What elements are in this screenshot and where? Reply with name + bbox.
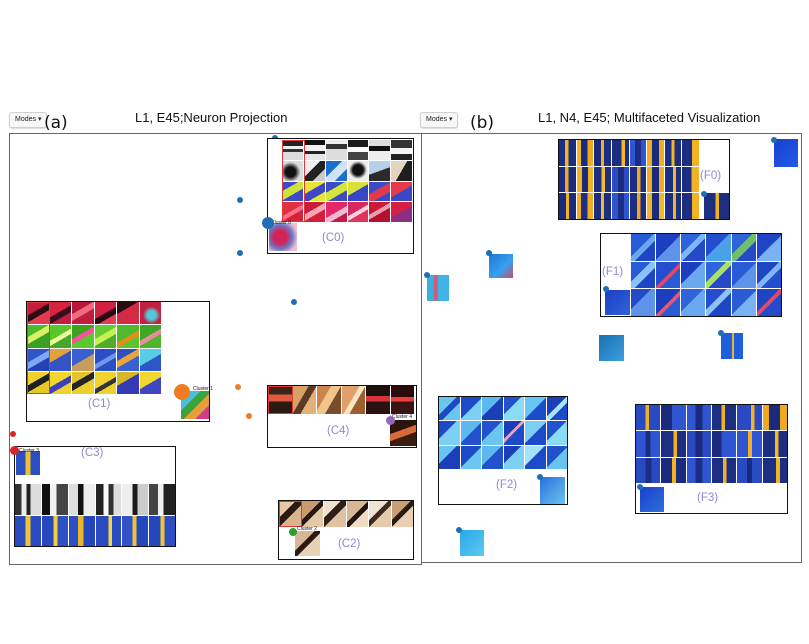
facet-f2-card[interactable]: (F2): [438, 396, 568, 505]
facet-f0-card[interactable]: (F0): [558, 139, 730, 220]
facet-thumbnail[interactable]: [427, 275, 449, 301]
projection-point[interactable]: [246, 413, 252, 419]
cluster-c3-center-dot[interactable]: [10, 446, 19, 455]
projection-point[interactable]: [291, 299, 297, 305]
multifaceted-canvas[interactable]: (F0) (F1): [421, 133, 802, 563]
cluster-c4-tag: Cluster 4: [392, 414, 413, 420]
cluster-c0-center-dot[interactable]: [262, 217, 274, 229]
cluster-c0-card[interactable]: Cluster 0 (C0): [262, 138, 414, 254]
panel-b-letter: (b): [470, 113, 495, 133]
cluster-c1-label: (C1): [88, 398, 111, 410]
facet-thumbnail[interactable]: [721, 333, 743, 359]
projection-point[interactable]: [235, 384, 241, 390]
facet-f0-label: (F0): [700, 170, 722, 182]
facet-f1-dot[interactable]: [603, 286, 609, 292]
cluster-c3-card[interactable]: Cluster 3 (C3): [10, 446, 176, 547]
facet-thumbnail[interactable]: [774, 139, 798, 167]
facet-f2-dot[interactable]: [537, 474, 543, 480]
facet-f3-card[interactable]: (F3): [635, 404, 788, 514]
projection-point[interactable]: [771, 137, 777, 143]
projection-point[interactable]: [237, 250, 243, 256]
cluster-c4-label: (C4): [327, 425, 350, 437]
facet-f3-label: (F3): [697, 492, 719, 504]
modes-dropdown-a[interactable]: Modes ▾: [9, 112, 48, 128]
projection-point[interactable]: [718, 330, 724, 336]
cluster-c1-center-dot[interactable]: [174, 384, 190, 400]
cluster-c1-tag: Cluster 1: [193, 386, 214, 392]
cluster-c0-tag: Cluster 0: [271, 220, 292, 226]
cluster-c4-center-dot[interactable]: [386, 416, 395, 425]
projection-point[interactable]: [456, 527, 462, 533]
neuron-projection-canvas[interactable]: Cluster 0 (C0): [9, 133, 422, 565]
cluster-c4-card[interactable]: Cluster 4 (C4): [267, 385, 417, 448]
cluster-c2-card[interactable]: Cluster 2 (C2): [278, 500, 414, 560]
cluster-c3-tag: Cluster 3: [19, 448, 40, 454]
panel-a-letter: (a): [44, 113, 68, 133]
facet-f0-dot[interactable]: [701, 191, 707, 197]
facet-f2-label: (F2): [496, 479, 518, 491]
cluster-c1-card[interactable]: Cluster 1 (C1): [26, 301, 214, 422]
projection-point[interactable]: [10, 431, 16, 437]
cluster-c2-center-dot[interactable]: [289, 528, 297, 536]
panel-b-title: L1, N4, E45; Multifaceted Visualization: [538, 110, 761, 125]
facet-f1-label: (F1): [602, 266, 624, 278]
facet-f1-card[interactable]: (F1): [600, 233, 782, 317]
cluster-c3-label: (C3): [81, 447, 104, 459]
projection-point[interactable]: [486, 250, 492, 256]
facet-thumbnail[interactable]: [489, 254, 513, 278]
projection-point[interactable]: [237, 197, 243, 203]
cluster-c2-tag: Cluster 2: [297, 526, 318, 532]
facet-thumbnail[interactable]: [599, 335, 624, 361]
cluster-c2-label: (C2): [338, 538, 361, 550]
facet-thumbnail[interactable]: [460, 530, 484, 556]
cluster-c0-label: (C0): [322, 232, 345, 244]
modes-dropdown-b[interactable]: Modes ▾: [420, 112, 459, 128]
facet-f3-dot[interactable]: [637, 484, 643, 490]
panel-a-title: L1, E45;Neuron Projection: [135, 110, 288, 125]
projection-point[interactable]: [424, 272, 430, 278]
